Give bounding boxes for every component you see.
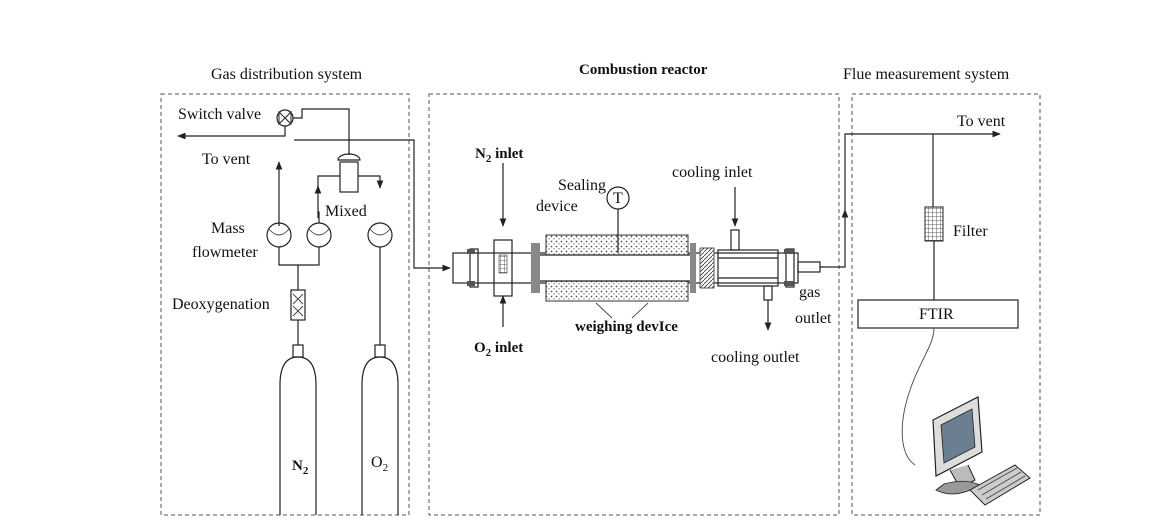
thermocouple-label: T (613, 190, 623, 207)
flue-measurement-title: Flue measurement system (843, 66, 1010, 83)
gas-distribution-box (160, 93, 410, 516)
n2-cylinder (279, 344, 317, 515)
deoxygenation-label: Deoxygenation (172, 296, 270, 313)
o2-inlet-label: O2 inlet (474, 340, 523, 359)
cooling-inlet-label: cooling inlet (672, 164, 753, 181)
combustion-reactor-title: Combustion reactor (579, 62, 708, 78)
heater-bottom (545, 280, 689, 302)
ftir-label: FTIR (919, 306, 954, 323)
sealing-label: Sealing (558, 177, 606, 194)
switch-valve-label: Switch valve (178, 106, 261, 123)
flue-piping (844, 130, 1019, 466)
filter-icon (924, 206, 944, 242)
filter-label: Filter (953, 223, 988, 240)
computer-icon (932, 396, 1031, 506)
o2-cylinder-label: O2 (371, 454, 388, 474)
n2-cylinder-label: N2 (292, 458, 309, 477)
o2-cylinder (361, 344, 399, 515)
mixer-icon (339, 161, 359, 193)
heater-top (545, 234, 689, 256)
weighing-device-label: weighing devIce (575, 319, 678, 335)
gas-distribution-title: Gas distribution system (211, 66, 363, 83)
mixed-label: Mixed (325, 203, 367, 220)
flowmeter-label: flowmeter (192, 244, 258, 261)
mass-label: Mass (211, 220, 245, 237)
flue-measurement-box (851, 93, 1041, 516)
ftir-box (857, 299, 1019, 329)
outlet-label: outlet (795, 310, 832, 327)
reactor-piping (413, 143, 849, 331)
sealing-device-icon (493, 239, 513, 297)
cooling-jacket (717, 249, 779, 287)
cooling-outlet-label: cooling outlet (711, 349, 800, 366)
combustion-reactor-box (428, 93, 840, 516)
flue-to-vent-label: To vent (957, 113, 1006, 130)
device-label: device (536, 198, 578, 215)
gas-piping (177, 108, 415, 345)
gas-label: gas (799, 284, 820, 301)
to-vent-label: To vent (202, 151, 251, 168)
keyboard-icon (969, 464, 1031, 506)
n2-inlet-label: N2 inlet (475, 146, 523, 165)
